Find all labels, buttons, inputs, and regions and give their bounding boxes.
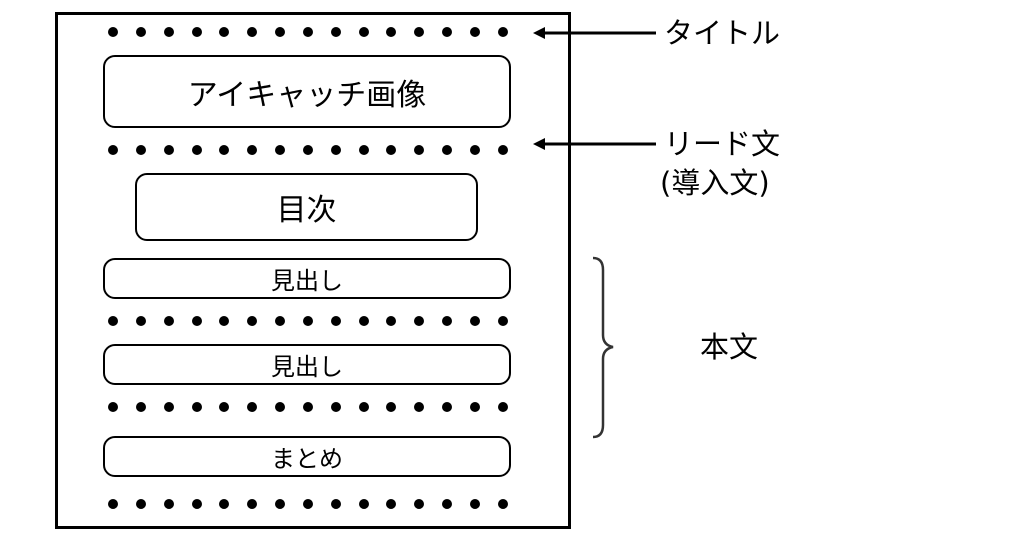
text-dot [247,402,258,412]
text-dot [191,27,202,37]
text-dot [330,499,341,509]
text-dot [497,145,508,155]
title-arrow [533,27,656,39]
text-dot [108,316,118,326]
text-dot [442,499,453,509]
text-dot [469,145,480,155]
text-dot [135,402,146,412]
heading-block-1: 見出し [103,258,511,299]
text-dot [386,316,397,326]
body-annotation: 本文 [700,330,759,364]
text-dot [469,499,480,509]
lead-text-placeholder [108,144,508,156]
text-dot [135,499,146,509]
text-dot [247,145,258,155]
body-text-placeholder-2 [108,401,508,413]
text-dot [386,145,397,155]
text-dot [414,27,425,37]
text-dot [497,316,508,326]
body-brace [592,256,614,439]
text-dot [358,499,369,509]
text-dot [330,316,341,326]
heading-block-2: 見出し [103,344,511,385]
summary-label: まとめ [271,445,343,473]
text-dot [414,145,425,155]
eyecatch-label: アイキャッチ画像 [187,77,427,113]
text-dot [135,316,146,326]
text-dot [275,316,286,326]
text-dot [358,27,369,37]
text-dot [442,316,453,326]
text-dot [247,499,258,509]
text-dot [247,316,258,326]
text-dot [497,402,508,412]
text-dot [302,27,313,37]
text-dot [302,145,313,155]
text-dot [302,402,313,412]
text-dot [108,499,118,509]
text-dot [108,27,118,37]
text-dot [275,27,286,37]
text-dot [414,499,425,509]
text-dot [358,145,369,155]
text-dot [469,402,480,412]
text-dot [330,145,341,155]
body-text-placeholder-1 [108,315,508,327]
lead-annotation-line2: (導入文) [660,166,770,200]
toc-label: 目次 [276,193,337,228]
text-dot [163,499,174,509]
text-dot [219,145,230,155]
text-dot [414,402,425,412]
lead-arrow [533,138,656,150]
text-dot [163,27,174,37]
text-dot [275,402,286,412]
text-dot [386,27,397,37]
text-dot [469,27,480,37]
text-dot [135,145,146,155]
text-dot [302,499,313,509]
text-dot [302,316,313,326]
text-dot [330,402,341,412]
title-annotation: タイトル [664,16,781,50]
text-dot [442,27,453,37]
text-dot [414,316,425,326]
summary-text-placeholder [108,498,508,510]
text-dot [219,499,230,509]
heading-label-2: 見出し [271,353,343,381]
text-dot [275,145,286,155]
text-dot [135,27,146,37]
eyecatch-image-block: アイキャッチ画像 [103,55,511,128]
text-dot [191,499,202,509]
title-text-placeholder [108,26,508,38]
text-dot [163,402,174,412]
text-dot [275,499,286,509]
text-dot [219,27,230,37]
text-dot [497,27,508,37]
text-dot [442,402,453,412]
text-dot [219,402,230,412]
text-dot [358,316,369,326]
text-dot [386,499,397,509]
text-dot [108,145,118,155]
text-dot [386,402,397,412]
article-frame [55,12,571,529]
lead-annotation-line1: リード文 [664,127,781,161]
text-dot [219,316,230,326]
text-dot [191,145,202,155]
text-dot [191,316,202,326]
text-dot [330,27,341,37]
summary-block: まとめ [103,436,511,477]
heading-label-1: 見出し [271,267,343,295]
text-dot [163,316,174,326]
text-dot [497,499,508,509]
text-dot [108,402,118,412]
text-dot [163,145,174,155]
text-dot [469,316,480,326]
toc-block: 目次 [135,173,478,241]
text-dot [442,145,453,155]
text-dot [191,402,202,412]
text-dot [358,402,369,412]
text-dot [247,27,258,37]
